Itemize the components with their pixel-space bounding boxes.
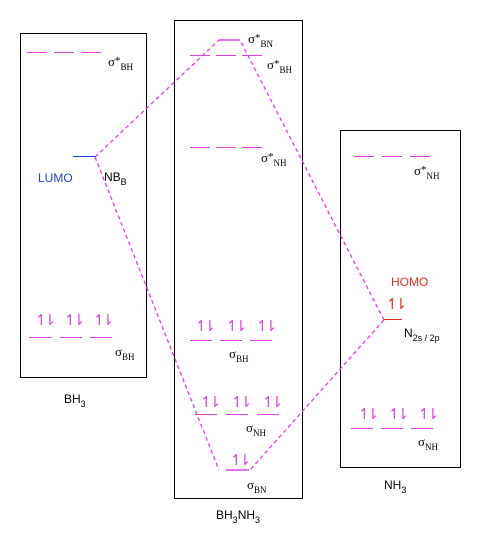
bh3-sigma-label: σBH bbox=[115, 344, 135, 363]
bh3nh3-nh-electron-pair-3: ↿⇂ bbox=[262, 394, 283, 411]
bh3-sigma-star-level-2 bbox=[54, 52, 74, 53]
bh3-sigma-level-2 bbox=[60, 337, 82, 338]
bh3nh3-sigma-bh-level-3 bbox=[250, 340, 272, 341]
bh3nh3-nh-electron-pair-1: ↿⇂ bbox=[200, 394, 221, 411]
bh3-lumo-level bbox=[73, 156, 95, 157]
bh3nh3-sigma-bh-level-2 bbox=[220, 340, 242, 341]
bh3nh3-nh-electron-pair-2: ↿⇂ bbox=[231, 394, 252, 411]
bh3nh3-sigma-star-nh-level-1 bbox=[190, 147, 210, 148]
bh3nh3-bh-electron-pair-2: ↿⇂ bbox=[226, 318, 247, 335]
bh3nh3-sigma-nh-level-3 bbox=[257, 414, 279, 415]
link-lumo-to-sigma-star-bn bbox=[94, 39, 220, 158]
nh3-sigma-level-1 bbox=[351, 428, 373, 429]
nh3-homo-level bbox=[384, 319, 402, 320]
bh3nh3-sigma-nh-label: σNH bbox=[246, 420, 267, 439]
bh3-sigma-star-label: σ*BH bbox=[108, 54, 134, 73]
bh3-title: BH3 bbox=[64, 392, 86, 409]
bh3nh3-sigma-nh-level-2 bbox=[226, 414, 248, 415]
nb-label: NBB bbox=[104, 170, 127, 187]
nh3-sigma-star-label: σ*NH bbox=[414, 163, 440, 182]
homo-electron-pair: ↿⇂ bbox=[386, 296, 407, 313]
bh3nh3-panel bbox=[174, 20, 303, 499]
nh3-sigma-level-3 bbox=[411, 428, 433, 429]
link-homo-to-sigma-bn bbox=[249, 319, 385, 471]
bh3nh3-sigma-star-bh-level-2 bbox=[216, 55, 236, 56]
bh3-sigma-star-level-3 bbox=[81, 52, 101, 53]
bh3-panel bbox=[20, 33, 147, 378]
nh3-title: NH3 bbox=[384, 478, 407, 495]
nh3-panel bbox=[340, 130, 461, 468]
nh3-electron-pair-1: ↿⇂ bbox=[358, 406, 379, 423]
bh3nh3-sigma-star-bh-level-3 bbox=[242, 55, 262, 56]
link-lumo-to-sigma-bn bbox=[94, 156, 220, 471]
nh3-sigma-star-level-2 bbox=[382, 156, 402, 157]
sigma-bn-electron-pair: ↿⇂ bbox=[230, 452, 251, 469]
bh3nh3-sigma-star-nh-level-2 bbox=[216, 147, 236, 148]
lumo-label: LUMO bbox=[38, 171, 73, 185]
n-2s-2p-label: N2s / 2p bbox=[404, 326, 440, 343]
bh3nh3-sigma-bh-level-1 bbox=[190, 340, 212, 341]
bh3nh3-title: BH3NH3 bbox=[216, 508, 261, 525]
nh3-sigma-star-level-3 bbox=[410, 156, 430, 157]
bh3nh3-sigma-bh-label: σBH bbox=[229, 346, 249, 365]
homo-label: HOMO bbox=[391, 275, 429, 289]
nh3-electron-pair-3: ↿⇂ bbox=[418, 406, 439, 423]
bh3-sigma-star-level-1 bbox=[27, 52, 47, 53]
bh3nh3-sigma-star-nh-label: σ*NH bbox=[261, 150, 287, 169]
bh3nh3-sigma-star-bh-level-1 bbox=[190, 55, 210, 56]
nh3-electron-pair-2: ↿⇂ bbox=[388, 406, 409, 423]
bh3nh3-sigma-nh-level-1 bbox=[195, 414, 217, 415]
bh3-electron-pair-1: ↿⇂ bbox=[35, 312, 56, 329]
bh3nh3-bh-electron-pair-1: ↿⇂ bbox=[195, 318, 216, 335]
link-homo-to-sigma-star-bn bbox=[239, 39, 385, 321]
bh3-sigma-level-1 bbox=[29, 337, 51, 338]
bh3-sigma-level-3 bbox=[90, 337, 112, 338]
bh3nh3-sigma-star-bh-label: σ*BH bbox=[267, 57, 293, 76]
nh3-sigma-star-level-1 bbox=[354, 156, 374, 157]
sigma-star-bn-label: σ*BN bbox=[248, 31, 274, 50]
sigma-bn-label: σBN bbox=[247, 477, 267, 496]
bh3nh3-sigma-star-nh-level-3 bbox=[242, 147, 262, 148]
nh3-sigma-level-2 bbox=[381, 428, 403, 429]
nh3-sigma-label: σNH bbox=[418, 434, 439, 453]
bh3nh3-bh-electron-pair-3: ↿⇂ bbox=[256, 318, 277, 335]
bh3-electron-pair-2: ↿⇂ bbox=[64, 312, 85, 329]
bh3-electron-pair-3: ↿⇂ bbox=[93, 312, 114, 329]
